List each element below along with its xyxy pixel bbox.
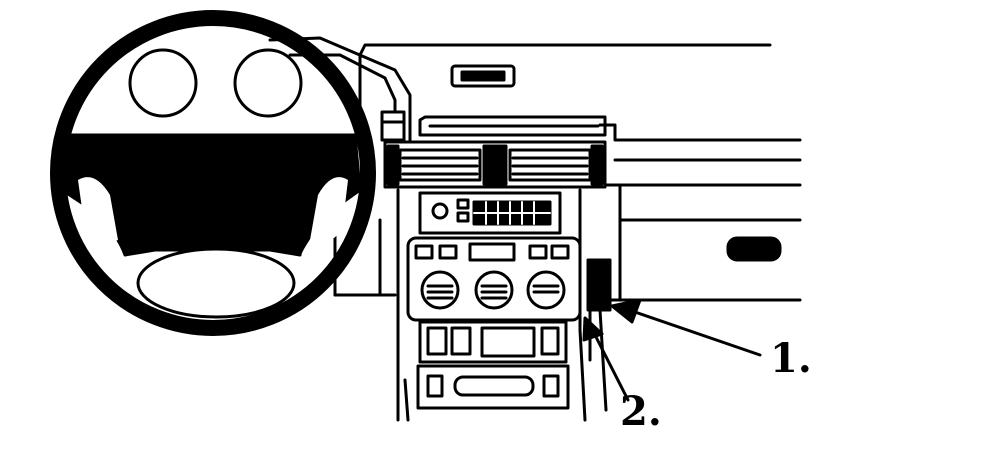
callout-1-arrow [610, 298, 762, 357]
radio-unit [418, 191, 562, 235]
climate-panel [406, 236, 582, 322]
steering-wheel [50, 10, 376, 336]
dashboard-outline [333, 43, 802, 302]
gauge-left [128, 48, 198, 118]
vent-mode-knob [526, 270, 566, 310]
callout-1-label: 1. [770, 335, 812, 382]
lower-tray [416, 364, 570, 410]
switch-bank [418, 320, 568, 364]
fan-knob [474, 270, 514, 310]
defroster-bar [418, 115, 607, 137]
temperature-knob [420, 270, 460, 310]
callout-2-label: 2. [620, 388, 662, 435]
center-console [396, 188, 587, 422]
callout-2-arrow [582, 316, 630, 402]
upper-vent [450, 64, 516, 88]
gauge-right [233, 48, 303, 118]
glovebox-handle [726, 236, 782, 262]
mounting-bracket [586, 258, 612, 412]
center-vents [383, 140, 607, 189]
